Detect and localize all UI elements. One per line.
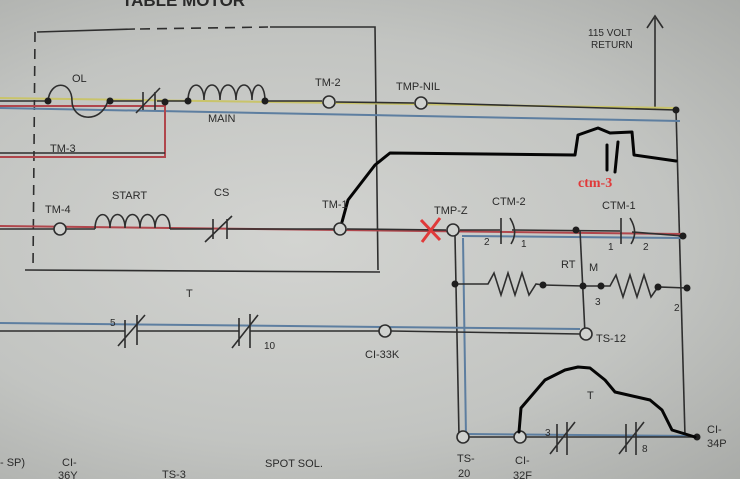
diagram-title: TABLE MOTOR	[122, 0, 245, 10]
label-spot-sol: SPOT SOL.	[265, 458, 323, 470]
pin-label: 5	[110, 318, 116, 329]
pin-label: 2	[674, 303, 680, 314]
label-tmp-nil: TMP-NIL	[396, 81, 440, 93]
label-ctm2: CTM-2	[492, 196, 526, 208]
label-tm2: TM-2	[315, 77, 341, 89]
terminal-ci-33k	[378, 324, 392, 338]
contact-8-icon	[618, 421, 645, 455]
label-rt: RT	[561, 259, 576, 271]
motor-enclosure-box	[24, 26, 381, 273]
bottom-labels: - SP) CI- 36Y TS-3 SPOT SOL. TS- 20 CI- …	[0, 453, 532, 479]
timer-resistor-block: RT M 3 2	[451, 229, 691, 438]
contact-3-icon	[549, 421, 576, 455]
pin-label: 2	[484, 237, 490, 248]
start-coil-icon	[94, 213, 171, 230]
label-ci-34p: CI-	[707, 424, 722, 436]
label-ts20: 20	[458, 468, 470, 479]
terminal-ts20	[456, 430, 470, 444]
label-start: START	[112, 190, 147, 202]
pin-label: 3	[595, 297, 601, 308]
label-ts20: TS-	[457, 453, 475, 465]
hand-drawn-t-jumper	[517, 365, 697, 439]
label-ts3: TS-3	[162, 469, 186, 479]
red-x-mark	[419, 217, 442, 243]
label-ci-34p: 34P	[707, 438, 727, 450]
label-tmp-z: TMP-Z	[434, 205, 468, 217]
label-main: MAIN	[208, 113, 236, 125]
main-winding-circuit: OL MAIN TM-2 TMP-NIL TM-3	[0, 73, 681, 158]
bottom-timer-circuit: 3 8 T CI- 34P	[456, 365, 727, 455]
label-tm4: TM-4	[45, 204, 71, 216]
pin-label: 10	[264, 341, 276, 352]
terminal-ts12	[579, 327, 593, 341]
terminal-tmp-z	[446, 223, 460, 237]
pin-label: 2	[643, 242, 649, 253]
label-ctm3: ctm-3	[578, 176, 612, 191]
return-line: 115 VOLT RETURN	[588, 14, 686, 437]
label-ci-36y: CI-	[62, 457, 77, 469]
label-sp: - SP)	[0, 457, 25, 469]
pin-label: 3	[545, 428, 551, 439]
label-ci-32f: 32F	[513, 470, 532, 479]
label-ol: OL	[72, 73, 87, 85]
contact-10-icon	[231, 314, 259, 349]
main-coil-icon	[187, 84, 266, 102]
label-ci-33k: CI-33K	[365, 349, 400, 361]
terminal-tmp-nil	[414, 96, 428, 110]
label-ts12: TS-12	[596, 333, 626, 345]
pin-label: 8	[642, 444, 648, 455]
nc-contact-icon	[135, 87, 161, 114]
label-t-bottom: T	[587, 390, 594, 402]
overload-icon	[47, 84, 109, 118]
supply-label-2: RETURN	[591, 40, 633, 51]
label-ci-36y: 36Y	[58, 470, 78, 479]
label-t: T	[186, 288, 193, 300]
label-ci-32f: CI-	[515, 455, 530, 467]
hand-drawn-ctm3-addition: ctm-3	[340, 126, 678, 224]
pin-label: 1	[608, 242, 614, 253]
terminal-tm4	[53, 222, 67, 236]
label-m: M	[589, 262, 598, 274]
label-tm1: TM-1	[322, 199, 348, 211]
label-tm3: TM-3	[50, 143, 76, 155]
terminal-tm2	[322, 95, 336, 109]
pin-label: 1	[521, 239, 527, 250]
label-cs: CS	[214, 187, 229, 199]
ctm1-contact-icon	[620, 217, 636, 245]
terminal-tm1	[333, 222, 347, 236]
supply-label-1: 115 VOLT	[588, 28, 632, 39]
cs-contact-icon	[204, 215, 233, 243]
label-ctm1: CTM-1	[602, 200, 636, 212]
ctm2-contact-icon	[500, 217, 516, 245]
ts12-circuit: 5 10 CI-33K TS-12	[0, 314, 626, 361]
start-winding-circuit: TM-4 START CS TM-1 TMP-Z CTM-2 CTM-1 2 1…	[0, 187, 687, 300]
contact-5-icon	[117, 314, 146, 348]
